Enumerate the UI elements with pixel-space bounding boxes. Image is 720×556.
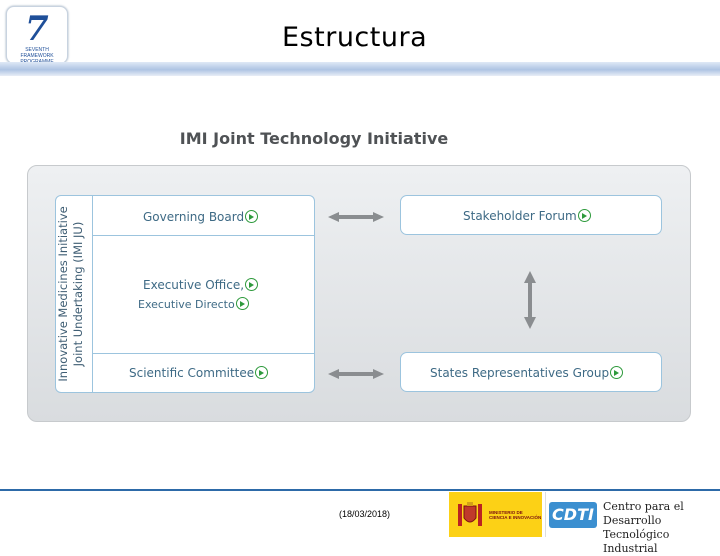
arrow-circle-right-icon[interactable] [235, 297, 249, 310]
header-band [0, 62, 720, 76]
executive-office-node[interactable]: Executive Office, [143, 278, 259, 292]
connector-arrows [328, 212, 536, 379]
executive-office-label: Executive Office, [143, 278, 245, 292]
states-representatives-box: States Representatives Group [400, 352, 662, 392]
fp7-logo: 7 SEVENTH FRAMEWORK PROGRAMME [6, 6, 68, 65]
footer-logos: MINISTERIO DE CIENCIA E INNOVACIÓN CDTI … [449, 492, 717, 555]
stakeholder-forum-label: Stakeholder Forum [463, 209, 577, 223]
arrow-circle-right-icon[interactable] [245, 210, 259, 223]
states-representatives-node[interactable]: States Representatives Group [430, 366, 624, 380]
slide-title: Estructura [282, 22, 428, 53]
row-separator [92, 235, 314, 236]
fp7-numeral: 7 [25, 9, 49, 49]
scientific-committee-label: Scientific Committee [129, 366, 255, 380]
cdti-logo: CDTI Centro para el Desarrollo Tecnológi… [545, 492, 717, 555]
vertical-label-strip: Innovative Medicines Initiative Joint Un… [56, 196, 93, 392]
diagram-title: IMI Joint Technology Initiative [179, 129, 449, 148]
footer-divider [0, 489, 720, 491]
arrow-circle-right-icon[interactable] [577, 209, 591, 222]
arrow-circle-right-icon[interactable] [245, 278, 259, 291]
stakeholder-forum-box: Stakeholder Forum [400, 195, 662, 235]
executive-director-node[interactable]: Executive Directo [138, 297, 249, 311]
governing-board-label: Governing Board [143, 210, 245, 224]
footer-date: (18/03/2018) [339, 509, 391, 519]
ministry-logo: MINISTERIO DE CIENCIA E INNOVACIÓN [449, 492, 542, 537]
imi-structure-diagram: IMI Joint Technology Initiative Innovati… [18, 119, 700, 428]
double-arrow-icon [328, 369, 384, 379]
states-representatives-label: States Representatives Group [430, 366, 610, 380]
executive-director-label: Executive Directo [138, 298, 235, 311]
cdti-name-line1: Centro para el Desarrollo [603, 500, 684, 527]
cdti-name-line2: Tecnológico Industrial [603, 528, 670, 555]
governing-board-node[interactable]: Governing Board [143, 210, 259, 224]
spanish-coat-of-arms-icon [458, 502, 482, 526]
arrow-circle-right-icon[interactable] [255, 366, 269, 379]
joint-undertaking-box: Innovative Medicines Initiative Joint Un… [55, 195, 315, 393]
double-arrow-icon [328, 212, 384, 222]
arrow-circle-right-icon[interactable] [610, 366, 624, 379]
ministry-text: MINISTERIO DE CIENCIA E INNOVACIÓN [489, 510, 542, 520]
diagram-panel: Innovative Medicines Initiative Joint Un… [27, 165, 691, 422]
scientific-committee-node[interactable]: Scientific Committee [129, 366, 269, 380]
stakeholder-forum-node[interactable]: Stakeholder Forum [463, 209, 591, 223]
row-separator [92, 353, 314, 354]
cdti-mark: CDTI [549, 502, 597, 528]
cdti-name: Centro para el Desarrollo Tecnológico In… [603, 500, 717, 556]
double-arrow-icon [524, 271, 536, 329]
